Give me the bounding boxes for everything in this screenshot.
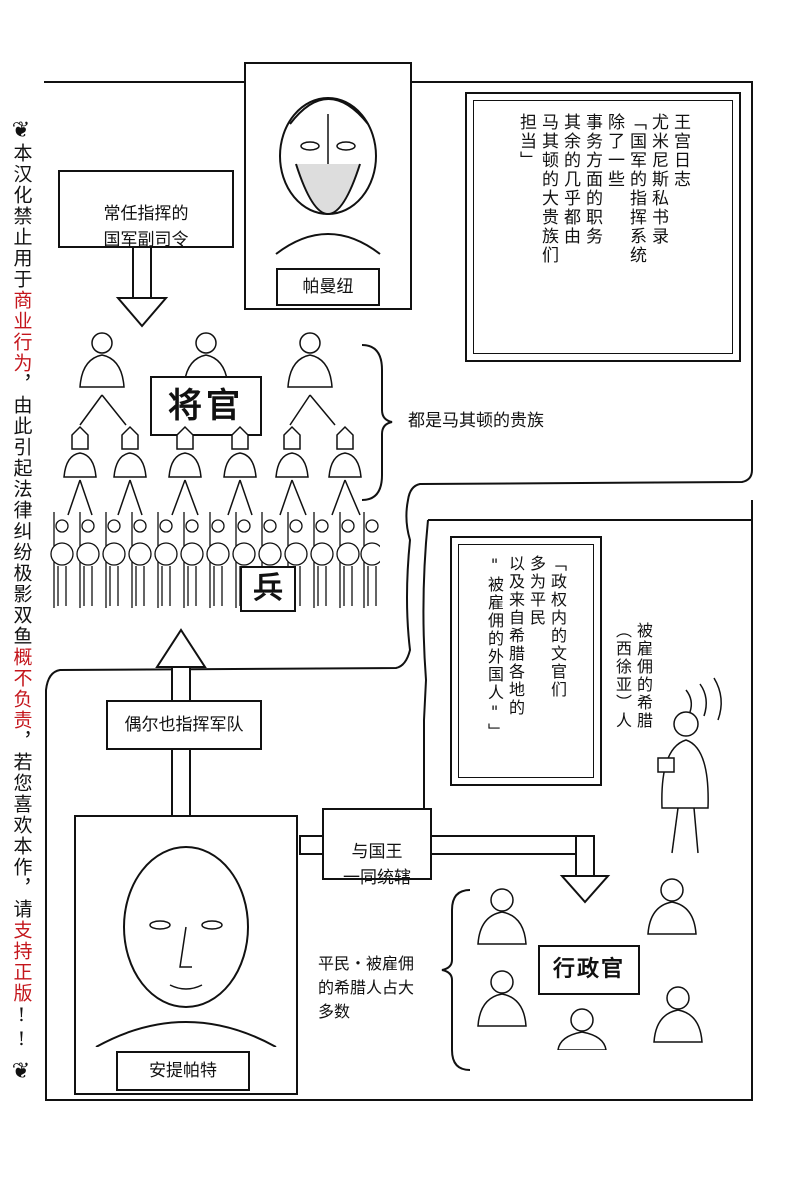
with-king-text: 与国王 一同统辖 [343,842,411,888]
greek-man-icon [657,711,709,854]
copyright-notice: ❦ 本汉化禁止用于商业行为，由此引起法律纠纷极影双鱼概不负责，若您喜欢本作，请支… [4,118,38,1084]
hired-greek-figure [648,708,718,858]
antipater-name: 安提帕特 [149,1061,217,1081]
royal-journal-box: 王宫日志 尤米尼斯私书录 「国军的指挥系统 除了一些 事务方面的职务 其余的几乎… [465,92,741,362]
notice-red-1: 商业行为 [10,290,33,374]
helmeted-officer-icon [63,425,362,478]
notice-text-2: ，由此引起法律纠纷极影双鱼 [10,374,33,647]
administrator-icon [477,878,703,1050]
generals-label-box: 将官 [150,376,262,436]
admin-label: 行政官 [552,957,625,982]
with-king-box: 与国王 一同统辖 [322,808,432,888]
generals-label: 将官 [168,386,244,426]
civil-officials-text: 「政权内的文官们 多为平民 以及来自希腊各地的 "被雇佣的外国人"」 [485,555,567,741]
parmenion-portrait: 帕曼纽 [244,62,412,310]
notice-text-4: !! [10,1004,33,1052]
parmenion-caption: 常任指挥的 国军副司令 [103,204,189,250]
bald-face-icon [95,846,277,1047]
antipater-name-box: 安提帕特 [116,1051,250,1091]
antipater-portrait: 安提帕特 [74,815,298,1095]
occasional-command-box: 偶尔也指挥军队 [106,700,262,750]
officers-figures [58,425,378,485]
notice-text-1: 本汉化禁止用于 [10,143,33,290]
notice-red-3: 支持正版 [10,920,33,1004]
notice-red-2: 概不负责 [10,647,33,731]
majority-note: 平民・被雇佣 的希腊人占大 多数 [318,954,415,1021]
royal-journal-text: 王宫日志 尤米尼斯私书录 「国军的指挥系统 除了一些 事务方面的职务 其余的几乎… [516,113,690,265]
soldiers-label-box: 兵 [240,566,296,612]
ornament-top-icon: ❦ [11,118,31,143]
parmenion-name: 帕曼纽 [302,277,354,297]
administrators-figures [460,870,750,1050]
ornament-bottom-icon: ❦ [11,1059,31,1084]
admin-label-box: 行政官 [538,945,640,995]
civil-officials-box: 「政权内的文官们 多为平民 以及来自希腊各地的 "被雇佣的外国人"」 [450,536,602,786]
bearded-face-icon [275,97,381,255]
soldiers-label: 兵 [253,571,283,606]
parmenion-caption-box: 常任指挥的 国军副司令 [58,170,234,250]
nobles-note: 都是马其顿的贵族 [408,411,544,431]
soldiers-figures [50,512,380,610]
occasional-command-text: 偶尔也指挥军队 [124,715,244,735]
hoplite-soldier-icon [50,512,380,609]
notice-text-3: ，若您喜欢本作，请 [10,731,33,920]
hired-greek-label: 被雇佣的希腊 （西徐亚）人 [613,622,653,730]
parmenion-name-box: 帕曼纽 [276,268,380,306]
